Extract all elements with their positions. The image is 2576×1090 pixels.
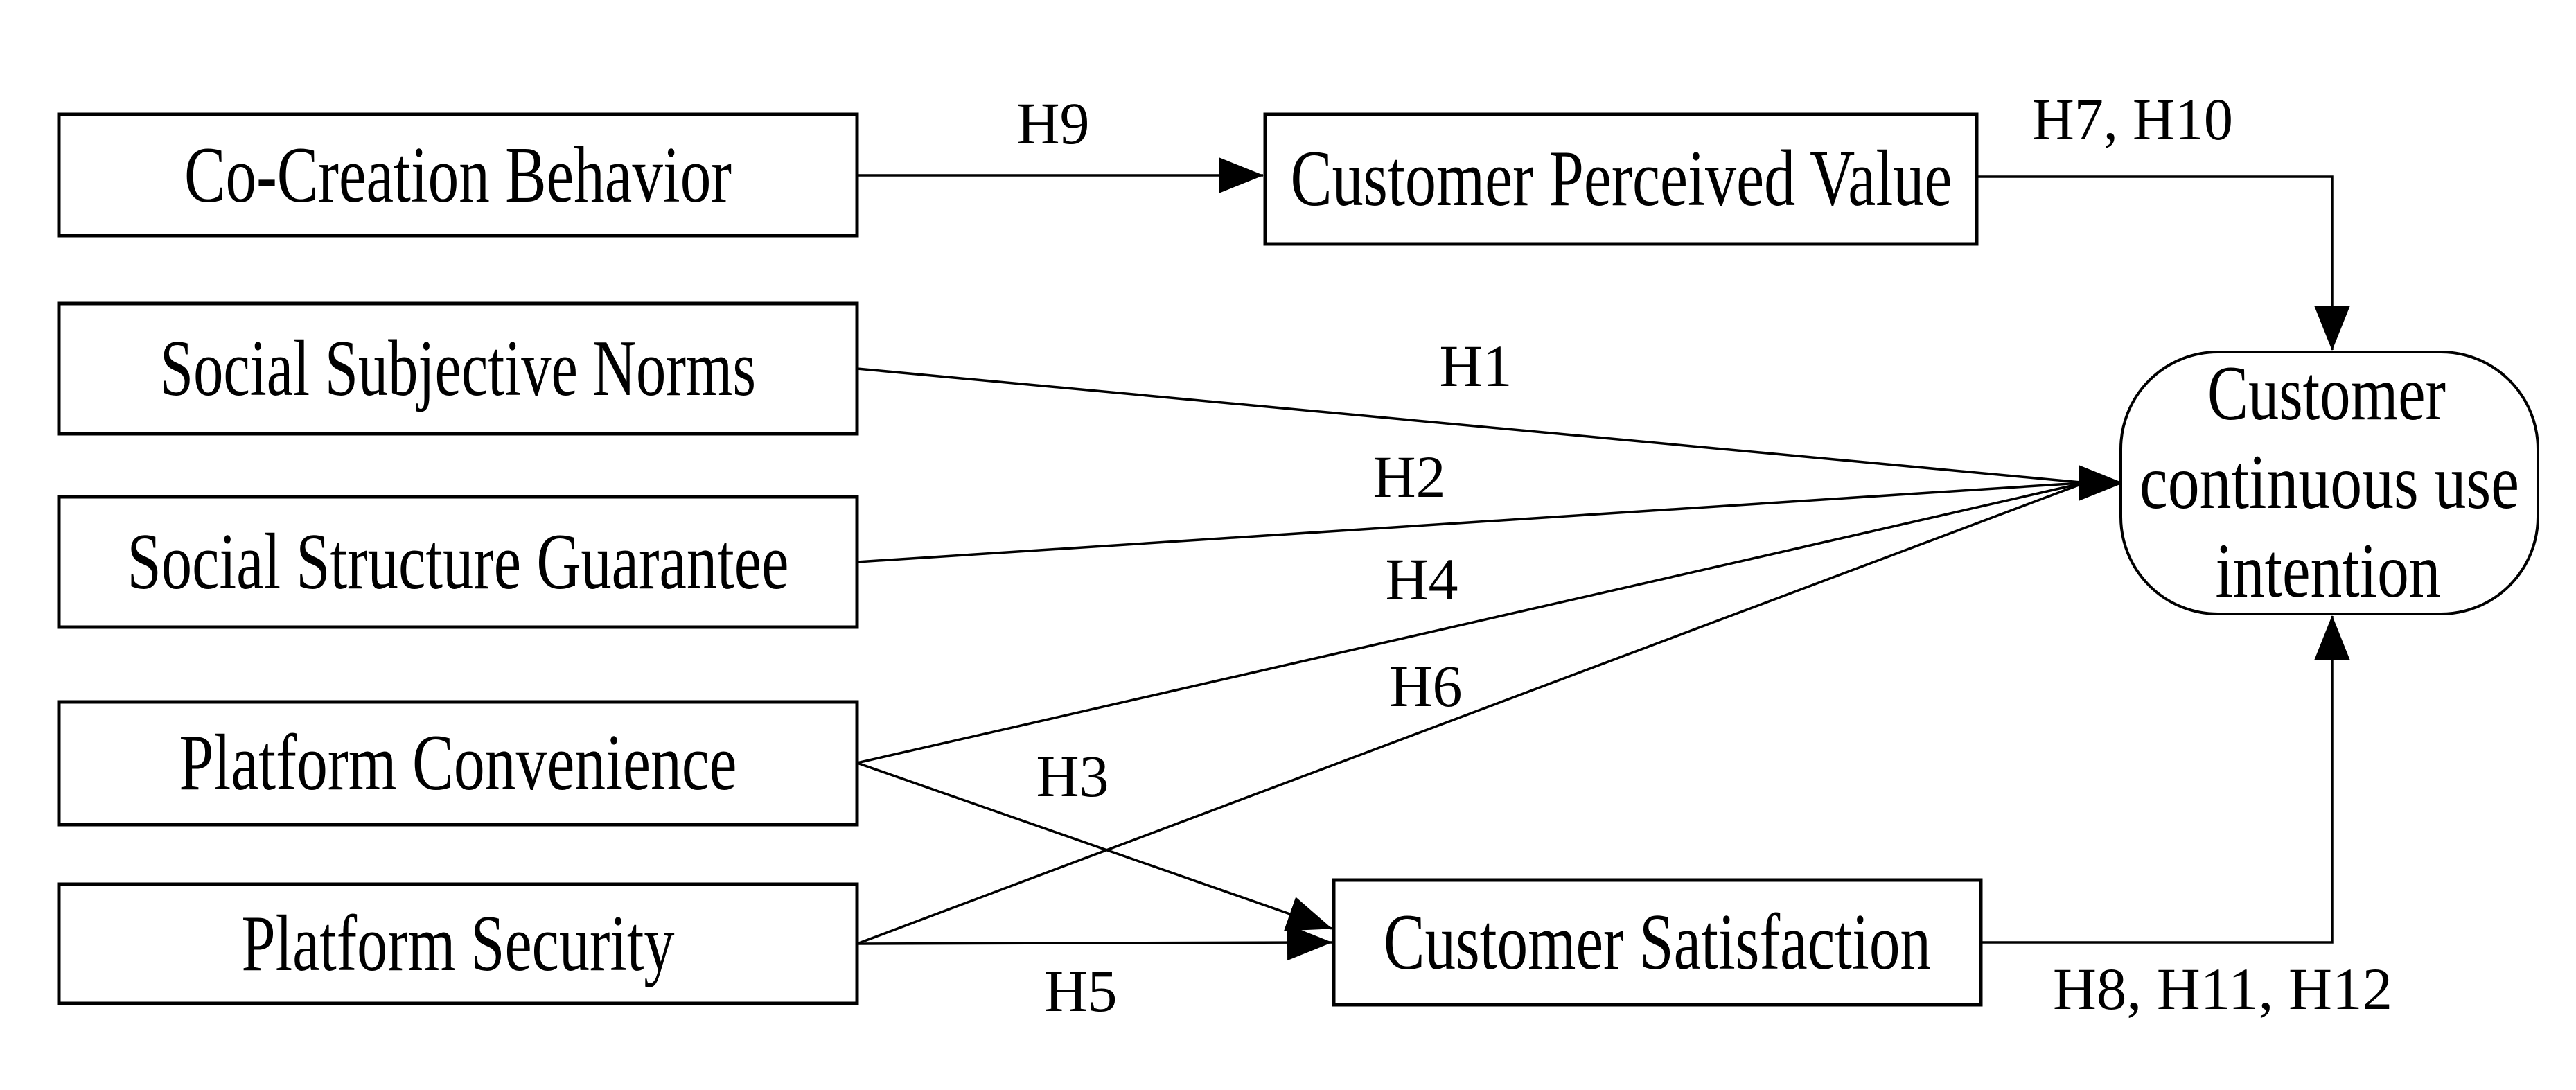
box-customer-continuous-use-intention xyxy=(2119,351,2539,615)
label-h8-h11-h12: H8, H11, H12 xyxy=(2053,956,2392,1022)
box-social-structure-guarantee xyxy=(57,495,859,629)
arrow-h4 xyxy=(856,482,2081,764)
label-h4: H4 xyxy=(1385,546,1458,613)
intention-label-line3: intention xyxy=(2216,528,2441,614)
convergence-arrowhead xyxy=(2079,465,2124,501)
label-h9: H9 xyxy=(1016,90,1089,157)
intention-label-line1: Customer xyxy=(2207,351,2446,437)
label-h6: H6 xyxy=(1389,653,1462,719)
label-h1: H1 xyxy=(1439,333,1512,399)
box-platform-security xyxy=(57,882,859,1005)
box-customer-perceived-value xyxy=(1263,112,1979,246)
box-platform-security-label: Platform Security xyxy=(242,899,675,988)
intention-label-line2: continuous use xyxy=(2140,439,2519,525)
box-co-creation-behavior-label: Co-Creation Behavior xyxy=(184,131,732,220)
label-h5: H5 xyxy=(1044,958,1117,1024)
arrow-h8-h11-h12 xyxy=(1981,615,2350,944)
arrow-h1 xyxy=(856,367,2081,484)
box-social-structure-guarantee-label: Social Structure Guarantee xyxy=(127,518,789,606)
box-social-subjective-norms xyxy=(57,301,859,436)
box-customer-satisfaction-label: Customer Satisfaction xyxy=(1384,898,1931,987)
box-platform-convenience-label: Platform Convenience xyxy=(179,719,737,807)
box-customer-perceived-value-label: Customer Perceived Value xyxy=(1291,134,1952,223)
box-platform-convenience xyxy=(57,700,859,827)
arrow-h2 xyxy=(856,482,2081,563)
box-customer-satisfaction xyxy=(1332,878,1983,1007)
box-social-subjective-norms-label: Social Subjective Norms xyxy=(160,324,756,413)
arrow-h6 xyxy=(856,483,2081,945)
label-h7-h10: H7, H10 xyxy=(2032,86,2233,152)
box-co-creation-behavior xyxy=(57,112,859,238)
arrow-h5 xyxy=(856,924,1332,961)
arrow-h3 xyxy=(856,762,1332,931)
label-h3: H3 xyxy=(1036,743,1109,809)
label-h2: H2 xyxy=(1373,443,1445,510)
arrow-h7-h10 xyxy=(1977,175,2350,351)
